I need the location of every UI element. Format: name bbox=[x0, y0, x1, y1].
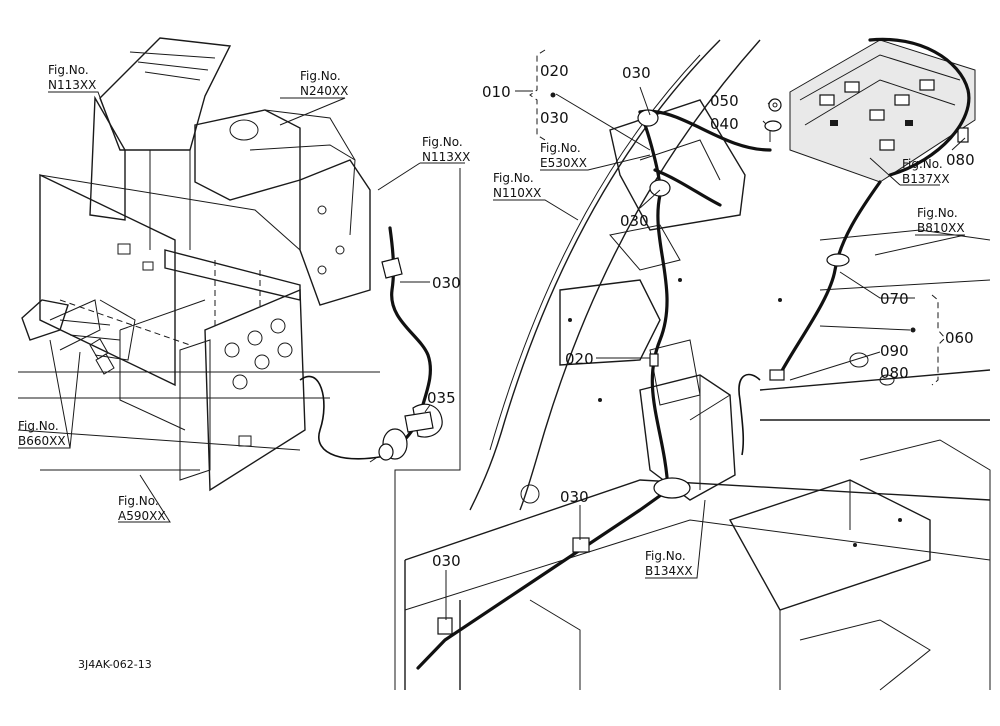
part-020-bracket: 020 bbox=[540, 62, 569, 80]
fig-ref-n113-mid: N113XX bbox=[422, 150, 470, 164]
left-cable-assembly bbox=[369, 226, 443, 463]
fig-ref-b137: B137XX bbox=[902, 172, 950, 186]
fig-label-n113-top-prefix: Fig.No. bbox=[48, 63, 89, 77]
part-035: 035 bbox=[427, 389, 456, 407]
fig-ref-b810: B810XX bbox=[917, 221, 965, 235]
part-090: 090 bbox=[880, 342, 909, 360]
part-060: 060 bbox=[945, 329, 974, 347]
fig-ref-n110: N110XX bbox=[493, 186, 541, 200]
fig-label-n240-prefix: Fig.No. bbox=[300, 69, 341, 83]
fig-ref-n113-top: N113XX bbox=[48, 78, 96, 92]
fig-label-b137-prefix: Fig.No. bbox=[902, 157, 943, 171]
left-frame-drawing bbox=[17, 37, 391, 492]
right-frame-drawing bbox=[404, 39, 991, 691]
fig-label-n113-mid-prefix: Fig.No. bbox=[422, 135, 463, 149]
fig-ref-a590: A590XX bbox=[118, 509, 166, 523]
part-030-mid-clamp: 030 bbox=[620, 212, 649, 230]
part-030-left-clamp: 030 bbox=[432, 274, 461, 292]
part-030-bottom-clamp: 030 bbox=[432, 552, 461, 570]
fig-label-b810-prefix: Fig.No. bbox=[917, 206, 958, 220]
part-030-top-clamp: 030 bbox=[622, 64, 651, 82]
part-030-bracket: 030 bbox=[540, 109, 569, 127]
fig-label-b660-prefix: Fig.No. bbox=[18, 419, 59, 433]
fig-label-a590-prefix: Fig.No. bbox=[118, 494, 159, 508]
fig-label-n110-prefix: Fig.No. bbox=[493, 171, 534, 185]
fig-ref-n240: N240XX bbox=[300, 84, 348, 98]
part-010: 010 bbox=[482, 83, 511, 101]
part-080-bottom: 080 bbox=[880, 364, 909, 382]
fig-ref-b134: B134XX bbox=[645, 564, 693, 578]
fig-ref-e530: E530XX bbox=[540, 156, 587, 170]
part-050: 050 bbox=[710, 92, 739, 110]
right-cable-assembly bbox=[416, 37, 971, 670]
part-030-floor-clamp: 030 bbox=[560, 488, 589, 506]
fig-ref-b660: B660XX bbox=[18, 434, 66, 448]
part-040: 040 bbox=[710, 115, 739, 133]
part-070: 070 bbox=[880, 290, 909, 308]
leader-lines bbox=[18, 49, 966, 620]
diagram-code: 3J4AK-062-13 bbox=[78, 658, 152, 671]
fig-label-e530-prefix: Fig.No. bbox=[540, 141, 581, 155]
fig-label-b134-prefix: Fig.No. bbox=[645, 549, 686, 563]
control-board bbox=[789, 39, 976, 183]
part-020-grommet: 020 bbox=[565, 350, 594, 368]
part-080-top: 080 bbox=[946, 151, 975, 169]
panel-divider bbox=[394, 168, 461, 690]
